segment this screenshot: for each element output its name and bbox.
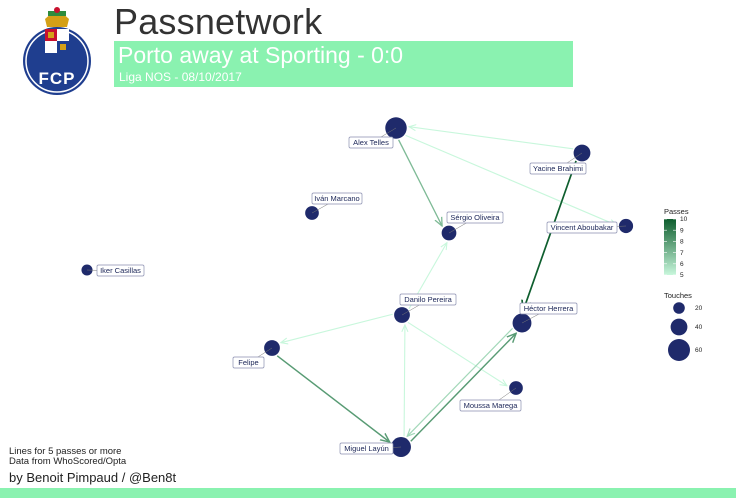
label-box-iker-casillas [96, 264, 145, 277]
label-box-miguel-layun [339, 442, 394, 455]
crest-text: FCP [39, 69, 76, 88]
touches-size-40 [670, 318, 688, 336]
passes-tick-9: 9 [680, 227, 684, 234]
pass-edge-hector-herrera-to-miguel-layun [407, 327, 513, 436]
player-label-sergio-oliveira: Sérgio Oliveira [450, 213, 500, 222]
touches-size-20 [673, 302, 685, 314]
touches-tick-60: 60 [695, 347, 703, 354]
label-box-sergio-oliveira [446, 211, 504, 224]
competition-date: Liga NOS - 08/10/2017 [119, 70, 242, 84]
player-label-iker-casillas: Iker Casillas [100, 266, 141, 275]
label-box-felipe [232, 356, 265, 369]
touches-tick-40: 40 [695, 324, 703, 331]
pass-edge-yacine-brahimi-to-hector-herrera [523, 160, 577, 311]
player-label-felipe: Felipe [238, 358, 258, 367]
pass-edge-miguel-layun-to-hector-herrera [410, 333, 516, 442]
passes-tick-10: 10 [680, 216, 688, 223]
player-label-vincent-aboubakar: Vincent Aboubakar [551, 223, 614, 232]
legend-passes-colorbar: 10 9 8 7 6 5 [664, 216, 688, 279]
player-label-alex-telles: Alex Telles [353, 138, 389, 147]
pass-edge-danilo-pereira-to-moussa-marega [407, 321, 507, 385]
author-credit: by Benoit Pimpaud / @Ben8t [9, 470, 177, 485]
legend-touches-title: Touches [664, 291, 692, 300]
label-box-vincent-aboubakar [546, 221, 618, 234]
match-title: Porto away at Sporting - 0:0 [118, 42, 404, 68]
passes-tick-8: 8 [680, 239, 684, 246]
title-banner: Porto away at Sporting - 0:0 Liga NOS - … [114, 41, 573, 87]
pass-edge-yacine-brahimi-to-alex-telles [409, 127, 574, 150]
page-title: Passnetwork [114, 1, 323, 42]
pass-edge-danilo-pereira-to-felipe [281, 313, 393, 342]
player-label-yacine-brahimi: Yacine Brahimi [533, 164, 583, 173]
player-label-moussa-marega: Moussa Marega [464, 401, 519, 410]
player-label-danilo-pereira: Danilo Pereira [404, 295, 452, 304]
data-source-note: Data from WhoScored/Opta [9, 456, 127, 467]
pass-edge-felipe-to-miguel-layun [276, 355, 389, 442]
label-box-alex-telles [348, 136, 394, 149]
player-label-ivan-marcano: Iván Marcano [314, 194, 359, 203]
fc-porto-crest-icon: FCP [23, 7, 91, 95]
legend: Passes 10 9 8 7 6 5 Touches 20 40 60 [664, 207, 703, 361]
passes-tick-6: 6 [680, 261, 684, 268]
label-box-hector-herrera [519, 302, 578, 315]
bottom-bar [0, 488, 736, 498]
passes-tick-5: 5 [680, 272, 684, 279]
label-box-danilo-pereira [399, 293, 457, 306]
legend-passes-title: Passes [664, 207, 689, 216]
pass-edge-miguel-layun-to-danilo-pereira [404, 325, 405, 437]
passes-colorbar [664, 219, 676, 275]
label-box-ivan-marcano [311, 192, 363, 205]
touches-size-60 [668, 339, 690, 361]
legend-touches-sizes: 20 40 60 [668, 302, 703, 361]
pass-edge-alex-telles-to-vincent-aboubakar [405, 134, 617, 225]
passes-tick-7: 7 [680, 250, 684, 257]
threshold-note: Lines for 5 passes or more [9, 446, 122, 457]
label-box-yacine-brahimi [529, 162, 587, 175]
player-label-hector-herrera: Héctor Herrera [524, 304, 574, 313]
player-label-miguel-layun: Miguel Layún [344, 444, 389, 453]
pass-edge-alex-telles-to-sergio-oliveira [398, 139, 442, 226]
touches-tick-20: 20 [695, 305, 703, 312]
label-box-moussa-marega [459, 399, 522, 412]
